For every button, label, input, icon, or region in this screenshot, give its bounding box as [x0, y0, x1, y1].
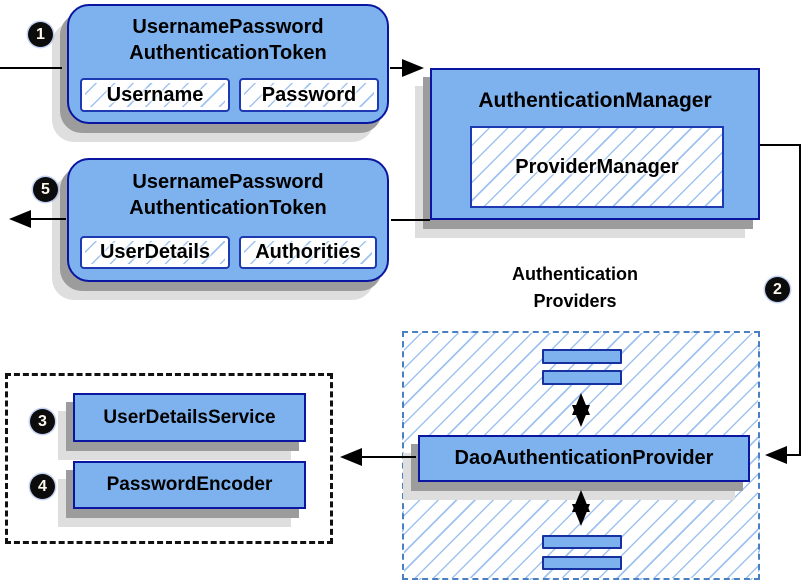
- authentication-providers-heading: Authentication Providers: [430, 261, 720, 315]
- token-request-title: UsernamePassword AuthenticationToken: [69, 14, 387, 66]
- dao-authentication-provider-node: DaoAuthenticationProvider: [418, 435, 750, 482]
- password-field-box: Password: [239, 78, 379, 112]
- providers-heading-line1: Authentication: [512, 264, 638, 284]
- token-request-title-line2: AuthenticationToken: [129, 42, 327, 64]
- other-provider-bar-top-1: [542, 349, 622, 364]
- providers-heading-line2: Providers: [533, 291, 617, 311]
- step-3-badge: 3: [30, 409, 55, 434]
- other-provider-bar-bottom-2: [542, 556, 622, 570]
- username-password-token-request-node: UsernamePassword AuthenticationToken Use…: [67, 4, 389, 124]
- token-request-title-line1: UsernamePassword: [132, 16, 324, 38]
- token-response-title-line2: AuthenticationToken: [129, 197, 327, 219]
- authorities-field-box: Authorities: [239, 236, 377, 269]
- step-5-badge: 5: [33, 177, 58, 202]
- user-details-service-node: UserDetailsService: [73, 393, 306, 442]
- authentication-manager-title: AuthenticationManager: [478, 89, 712, 112]
- token-response-title-line1: UsernamePassword: [132, 171, 324, 193]
- other-provider-bar-top-2: [542, 370, 622, 385]
- provider-manager-box: ProviderManager: [470, 126, 724, 208]
- collaborators-group-box: [5, 373, 333, 544]
- step-4-badge: 4: [30, 474, 55, 499]
- authentication-manager-node: AuthenticationManager ProviderManager: [430, 68, 760, 220]
- username-field-box: Username: [80, 78, 230, 112]
- step-2-badge: 2: [765, 277, 790, 302]
- username-password-token-response-node: UsernamePassword AuthenticationToken Use…: [67, 158, 389, 282]
- password-encoder-node: PasswordEncoder: [73, 461, 306, 509]
- token-response-title: UsernamePassword AuthenticationToken: [69, 169, 387, 221]
- step-1-badge: 1: [28, 22, 53, 47]
- userdetails-field-box: UserDetails: [80, 236, 230, 269]
- other-provider-bar-bottom-1: [542, 535, 622, 549]
